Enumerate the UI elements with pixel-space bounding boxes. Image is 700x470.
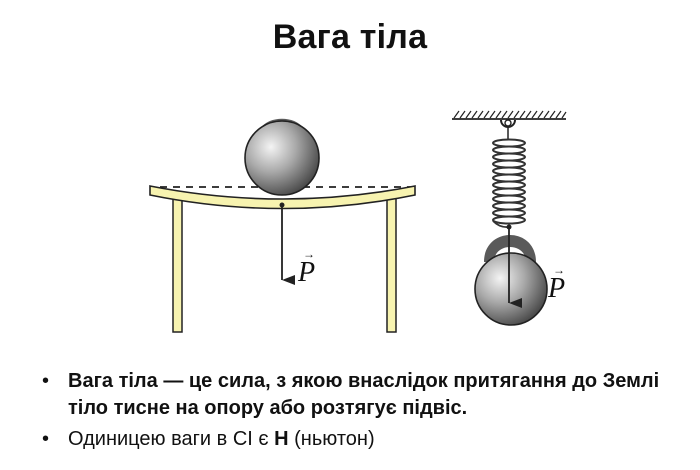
table-leg-right (386, 195, 397, 333)
definition-list: • Вага тіла — це сила, з якою внаслідок … (40, 368, 680, 453)
spring-diagram: P → (452, 110, 567, 326)
table-diagram: P → (149, 118, 416, 333)
slide-title: Вага тіла (272, 18, 428, 56)
bullet-unit: • Одиницею ваги в СІ є Н (ньютон) (40, 426, 680, 453)
spring-icon (492, 138, 526, 225)
unit-prefix: Одиницею ваги в СІ є (68, 428, 275, 450)
definition-text: — це сила, з якою внаслідок притягання д… (68, 370, 660, 419)
weight-ball-icon (474, 252, 548, 326)
unit-symbol: Н (274, 428, 289, 450)
svg-text:→: → (553, 263, 565, 277)
force-label-p: P (547, 273, 565, 304)
bent-board (149, 185, 416, 210)
weight-handle-icon (484, 235, 536, 262)
svg-text:→: → (303, 247, 315, 261)
table-leg-left (172, 195, 183, 333)
weight-ball-icon (244, 120, 320, 196)
bullet-marker: • (42, 428, 50, 450)
bullet-definition: • Вага тіла — це сила, з якою внаслідок … (40, 368, 680, 422)
definition-term: Вага тіла (68, 370, 158, 392)
unit-name: (ньютон) (288, 428, 375, 450)
bullet-marker: • (42, 370, 50, 392)
force-label-p: P (297, 257, 315, 288)
